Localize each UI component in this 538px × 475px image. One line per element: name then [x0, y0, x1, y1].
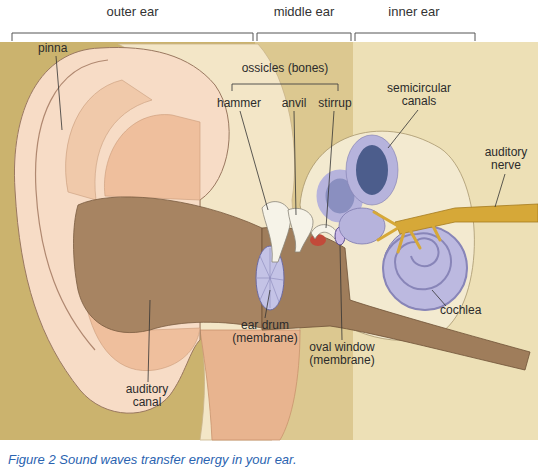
part-label: auditory canal: [112, 383, 182, 409]
auditory-canal-shape: [74, 197, 263, 333]
ear-region-band: inner ear: [353, 42, 538, 440]
auditory-nerve-shape: [395, 204, 538, 234]
concha: [104, 115, 200, 200]
figure-caption: Figure 2 Sound waves transfer energy in …: [8, 452, 297, 467]
leader-lines: [56, 56, 505, 382]
region-heading: outer ear: [10, 4, 255, 19]
leader-line: [326, 111, 334, 228]
temporal-bone: [300, 131, 474, 340]
region-bracket: [355, 33, 475, 41]
stirrup-bone: [311, 225, 337, 239]
part-label: auditory nerve: [478, 146, 534, 172]
leader-line: [495, 174, 505, 207]
cochlea-shape: [383, 226, 467, 310]
part-label: hammer: [212, 97, 266, 110]
semicircular-canal: [321, 174, 359, 218]
part-label: oval window (membrane): [300, 341, 384, 367]
part-label: semicircular canals: [378, 82, 460, 108]
leader-line: [148, 300, 150, 382]
part-label: ear drum (membrane): [225, 319, 305, 345]
middle-ear-cavity: [262, 227, 530, 370]
oval-window-shape: [335, 227, 345, 245]
part-label: pinna: [38, 42, 78, 55]
vestibule: [339, 208, 385, 244]
leader-line: [340, 245, 342, 340]
semicircular-canal: [351, 140, 393, 200]
pinna-shape: [14, 47, 229, 413]
leader-line: [388, 110, 418, 148]
hammer-bone: [262, 202, 291, 262]
canal-outline: [346, 135, 398, 205]
ear-region-band: middle ear: [255, 42, 353, 440]
helix-rim: [36, 60, 108, 350]
leader-line: [240, 111, 268, 210]
antihelix: [66, 80, 152, 200]
cochlea-spiral: [383, 226, 467, 310]
region-bracket: [12, 33, 253, 41]
region-bracket: [257, 33, 351, 41]
ear-drum-lines: [257, 248, 283, 308]
leader-line: [432, 290, 446, 306]
neck-skin: [200, 330, 300, 440]
ear-drum-shape: [256, 246, 284, 310]
ossicles-bracket: [232, 84, 338, 91]
ear-region-band: outer ear: [0, 42, 255, 440]
muscle: [310, 234, 326, 246]
part-label: cochlea: [440, 304, 496, 317]
part-label: ossicles (bones): [225, 62, 345, 75]
part-label: anvil: [276, 97, 312, 110]
concha: [85, 300, 200, 371]
anvil-bone: [288, 208, 313, 252]
nerve-branch: [374, 212, 440, 252]
part-label: stirrup: [312, 97, 358, 110]
region-heading: inner ear: [353, 4, 475, 19]
leader-line: [265, 290, 270, 318]
head-skin: [118, 44, 300, 440]
leader-line: [56, 56, 62, 130]
region-heading: middle ear: [255, 4, 353, 19]
leader-line: [294, 111, 296, 215]
